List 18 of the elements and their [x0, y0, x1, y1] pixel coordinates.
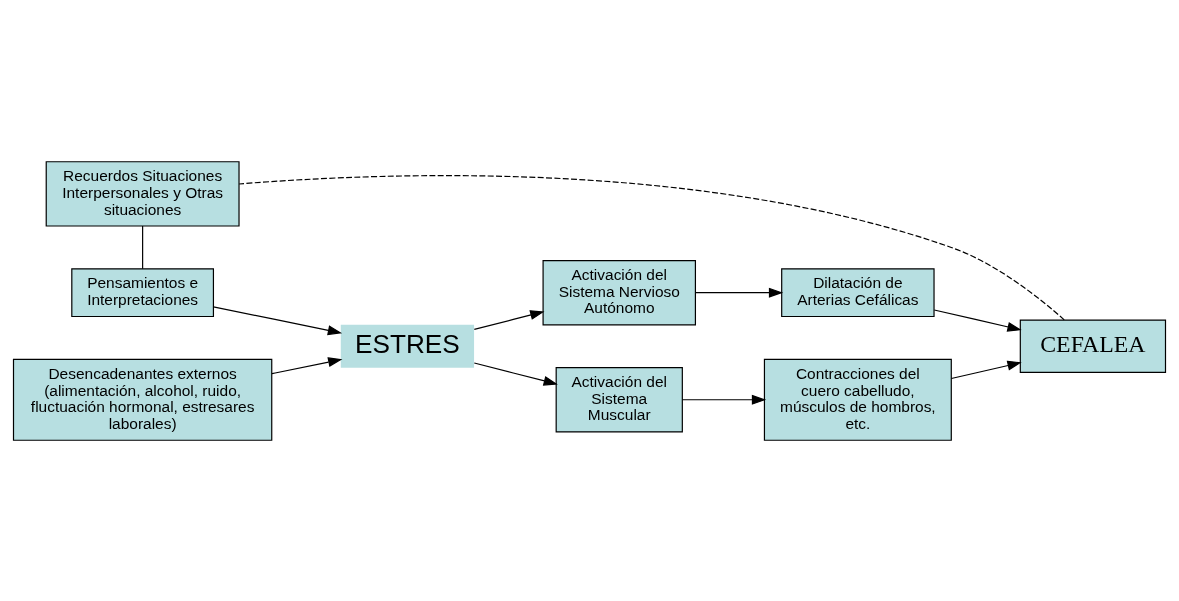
- node-box: Contracciones del cuero cabelludo, músculos de hombros, etc.: [763, 358, 952, 441]
- node-box: Pensamientos e Interpretaciones: [71, 267, 215, 317]
- arrow: [473, 309, 545, 330]
- node-box: Activación del Sistema Nervioso Autónomo: [542, 259, 696, 325]
- arrow: [950, 360, 1022, 379]
- node-box: Desencadenantes externos (alimentación, alcohol, ruido, fluctuación hormonal, estresares laborales): [12, 358, 273, 441]
- arrow: [271, 356, 343, 374]
- arrow: [473, 361, 558, 386]
- arrow: [681, 394, 767, 405]
- node-box: Dilatación de Arterias Cefálicas: [781, 267, 935, 317]
- arrow: [212, 305, 343, 335]
- arrow: [694, 287, 784, 298]
- node-box: ESTRES: [340, 324, 475, 368]
- node-box: CEFALEA: [1019, 318, 1167, 373]
- connector: [142, 224, 144, 269]
- node-box: Recuerdos Situaciones Interpersonales y Otras situaciones: [45, 160, 240, 227]
- node-box: Activación del Sistema Muscular: [555, 366, 683, 432]
- arrow: [933, 308, 1022, 332]
